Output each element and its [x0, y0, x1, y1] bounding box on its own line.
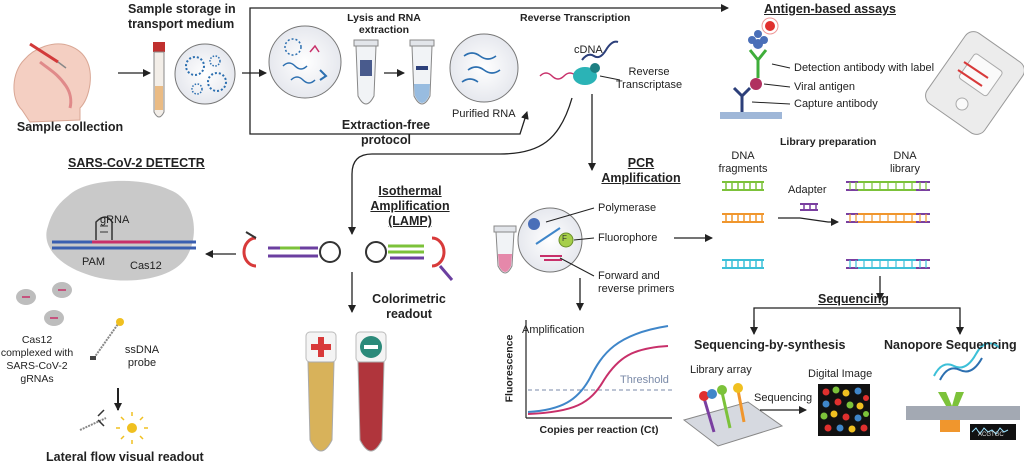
purified-tube-icon	[409, 39, 435, 105]
head-with-swab-icon	[13, 42, 91, 123]
reverse-transcriptase-label: Reverse Transcriptase	[615, 66, 683, 91]
digital-image-icon	[818, 384, 870, 436]
primers-label: Forward and reverse primers	[598, 270, 675, 295]
arrow-rt-pointer	[599, 75, 621, 81]
detectr-title: SARS-CoV-2 DETECTR	[68, 156, 205, 170]
dna-library-icon	[846, 181, 930, 269]
cas12-label: Cas12	[130, 260, 162, 272]
pointer-antigen	[763, 83, 791, 88]
pcr-reaction-circle-icon	[517, 207, 583, 273]
cleaved-probe-icon	[79, 409, 148, 444]
lateral-flow-label: Lateral flow visual readout	[46, 450, 204, 464]
lysis-circle-icon	[268, 25, 342, 99]
sample-storage-label: Sample storage in transport medium	[128, 2, 236, 31]
dna-fragments-icon	[722, 181, 764, 269]
library-array-icon	[682, 383, 784, 447]
nanopore-icon	[906, 342, 1020, 440]
amplification-curve-label: Amplification	[522, 324, 585, 336]
sbs-title: Sequencing-by-synthesis	[694, 338, 846, 352]
purified-rna-circle-icon	[449, 33, 519, 103]
pam-label: PAM	[82, 256, 106, 268]
lamp-dumbbell-icon-2	[365, 236, 454, 281]
sequencing-step-label: Sequencing	[754, 392, 813, 404]
cas12-complexed-label: Cas12 complexed with SARS-CoV-2 gRNAs	[0, 334, 74, 385]
nanopore-title: Nanopore Sequencing	[884, 338, 1017, 352]
ssdna-probe-label: ssDNA probe	[124, 344, 160, 369]
threshold-label: Threshold	[620, 374, 669, 386]
sample-collection-label: Sample collection	[16, 120, 124, 134]
cas12-complex-icon	[46, 180, 196, 281]
arrow-to-lamp	[348, 97, 573, 235]
positive-tube-icon	[305, 331, 337, 452]
lysis-rna-label: Lysis and RNA extraction	[347, 12, 421, 36]
capture-antibody-label: Capture antibody	[794, 98, 878, 110]
library-array-label: Library array	[690, 364, 752, 376]
purified-rna-label: Purified RNA	[452, 108, 516, 120]
arrow-to-antigen-assays	[249, 4, 729, 73]
viral-antigen-label: Viral antigen	[794, 81, 855, 93]
reverse-transcriptase-icon	[539, 40, 619, 85]
transport-tube-icon	[153, 42, 165, 118]
pointer-fluorophore	[573, 237, 595, 241]
fluorophore-label: Fluorophore	[598, 232, 658, 244]
fluorescence-axis-label: Fluorescence	[503, 334, 516, 403]
grna-label: gRNA	[100, 214, 130, 226]
arrow-extraction-free	[249, 73, 529, 135]
adapter-icon	[800, 203, 818, 211]
ssdna-probe-icon	[90, 318, 124, 360]
arrow-adapter-to-library	[778, 217, 839, 226]
adapter-label: Adapter	[788, 184, 827, 196]
lateral-flow-cassette-icon	[925, 31, 1024, 135]
isothermal-title: Isothermal Amplification (LAMP)	[370, 184, 450, 228]
colorimetric-label: Colorimetric readout	[372, 292, 446, 321]
dna-library-label: DNA library	[890, 150, 920, 175]
virus-particles-icon	[174, 43, 236, 105]
nanopore-readout-text: ACGTGC	[978, 432, 1004, 438]
detection-antibody-label: Detection antibody with label	[794, 62, 935, 74]
antigen-antibody-icon	[720, 17, 782, 119]
cas12-complexes-small-icon	[16, 282, 72, 326]
pointer-capture	[751, 101, 791, 105]
lamp-dumbbell-icon	[242, 231, 341, 268]
amplification-plot	[525, 320, 672, 419]
digital-image-label: Digital Image	[808, 368, 873, 380]
library-prep-title: Library preparation	[780, 136, 877, 148]
fluorophore-mark: F	[562, 234, 567, 243]
negative-tube-icon	[355, 331, 387, 452]
cdna-label: cDNA	[574, 44, 603, 56]
pcr-tube-icon	[493, 225, 517, 274]
sequencing-title: Sequencing	[818, 292, 889, 306]
pointer-polymerase	[545, 207, 595, 223]
pointer-detection	[771, 63, 791, 69]
polymerase-label: Polymerase	[598, 202, 657, 214]
antigen-assays-title: Antigen-based assays	[764, 2, 896, 16]
reverse-transcription-label: Reverse Transcription	[520, 12, 631, 24]
extraction-free-label: Extraction-free protocol	[341, 118, 431, 147]
copies-axis-label: Copies per reaction (Ct)	[539, 424, 659, 436]
arrow-sequencing-branches	[753, 307, 961, 332]
dna-fragments-label: DNA fragments	[718, 150, 768, 175]
extraction-tube-icon	[353, 39, 379, 105]
pcr-title: PCR Amplification	[601, 156, 681, 185]
pointer-primers	[559, 257, 595, 277]
